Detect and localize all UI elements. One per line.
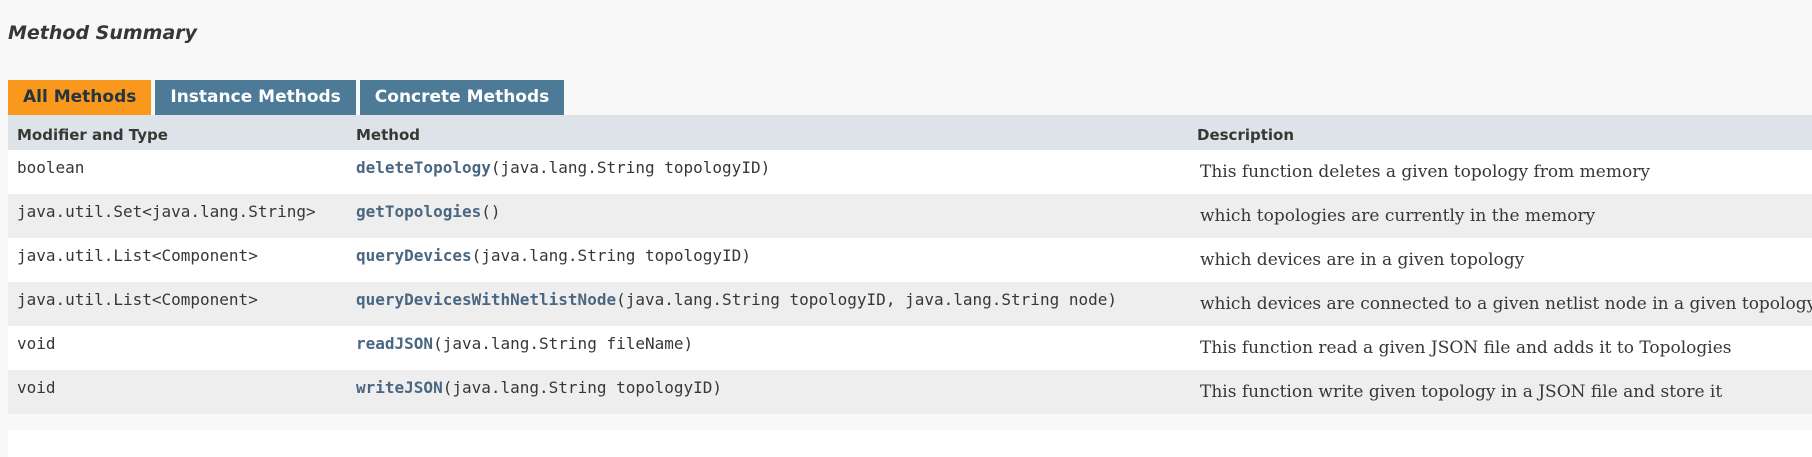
method-link[interactable]: deleteTopology [356,157,491,177]
modifier-type: boolean [17,157,85,177]
method-tabs: All Methods Instance Methods Concrete Me… [8,80,565,115]
method-params: (java.lang.String fileName) [433,333,694,353]
method-params: (java.lang.String topologyID) [442,377,723,397]
method-signature: queryDevices(java.lang.String topologyID… [356,233,751,277]
method-params: (java.lang.String topologyID, java.lang.… [616,289,1117,309]
method-description: This function deletes a given topology f… [1200,162,1650,182]
method-signature: writeJSON(java.lang.String topologyID) [356,365,722,409]
table-row: void readJSON(java.lang.String fileName)… [8,326,1812,370]
method-link[interactable]: writeJSON [356,377,443,397]
method-description: This function write given topology in a … [1200,382,1723,402]
table-header: Modifier and Type Method Description [8,115,1812,150]
method-signature: getTopologies() [356,189,501,233]
table-row: java.util.Set<java.lang.String> getTopol… [8,194,1812,238]
method-link[interactable]: readJSON [356,333,434,353]
content-block-bottom [8,430,1812,457]
method-link[interactable]: getTopologies [356,201,482,221]
method-params: (java.lang.String topologyID) [490,157,771,177]
column-header-method: Method [356,125,420,144]
column-header-description: Description [1197,125,1295,144]
method-link[interactable]: queryDevicesWithNetlistNode [356,289,617,309]
modifier-type: void [17,377,56,397]
tab-all-methods[interactable]: All Methods [8,80,152,115]
modifier-type: java.util.List<Component> [17,245,258,265]
method-signature: readJSON(java.lang.String fileName) [356,321,693,365]
tab-instance-methods[interactable]: Instance Methods [155,80,356,115]
method-description: which devices are connected to a given n… [1200,294,1812,314]
modifier-type: java.util.Set<java.lang.String> [17,201,316,221]
table-row: void writeJSON(java.lang.String topology… [8,370,1812,414]
table-row: java.util.List<Component> queryDevices(j… [8,238,1812,282]
method-params: (java.lang.String topologyID) [471,245,751,265]
table-row: boolean deleteTopology(java.lang.String … [8,150,1812,194]
method-description: which topologies are currently in the me… [1200,206,1596,226]
method-description: This function read a given JSON file and… [1200,338,1732,358]
method-summary-table: Modifier and Type Method Description boo… [8,115,1812,414]
section-title: Method Summary [8,22,198,44]
method-signature: queryDevicesWithNetlistNode(java.lang.St… [356,277,1117,321]
modifier-type: void [17,333,56,353]
tab-concrete-methods[interactable]: Concrete Methods [359,80,565,115]
method-link[interactable]: queryDevices [356,245,472,265]
column-header-modifier: Modifier and Type [17,125,168,144]
modifier-type: java.util.List<Component> [17,289,258,309]
method-signature: deleteTopology(java.lang.String topology… [356,145,770,189]
method-params: () [481,201,501,221]
method-description: which devices are in a given topology [1200,250,1525,270]
table-row: java.util.List<Component> queryDevicesWi… [8,282,1812,326]
